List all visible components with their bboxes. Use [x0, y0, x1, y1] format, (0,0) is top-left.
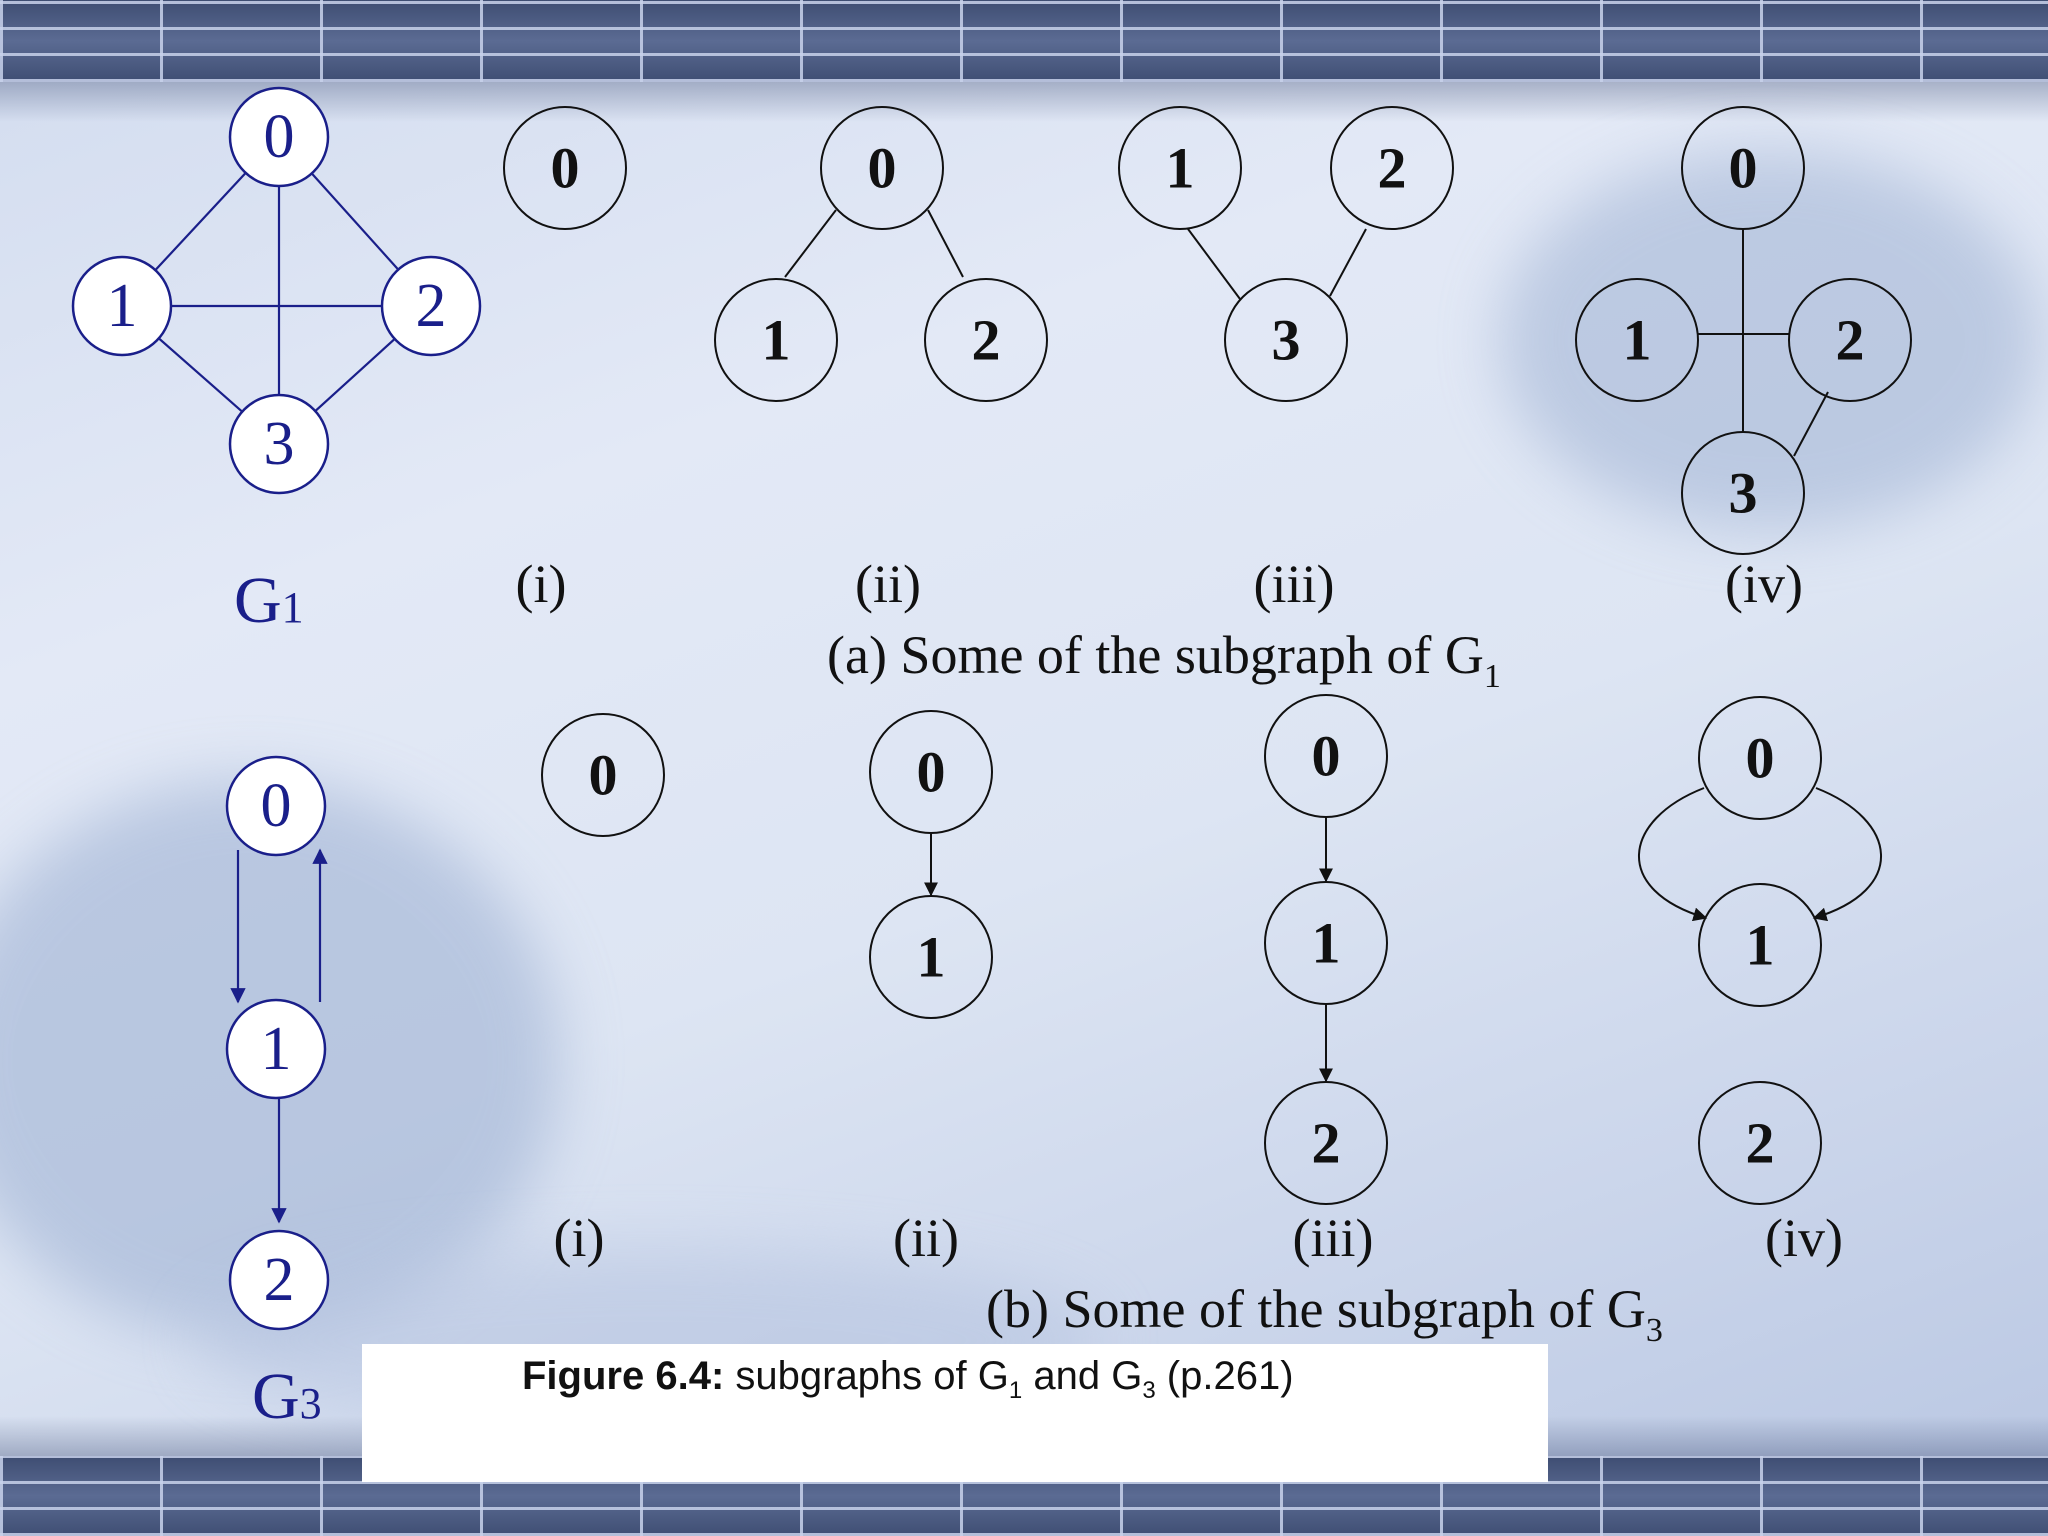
- node: [1698, 883, 1822, 1007]
- caption-b: (b) Some of the subgraph of G3: [986, 1279, 1663, 1349]
- brick-footer-band: [0, 1456, 2048, 1536]
- node: [1264, 1081, 1388, 1205]
- g3-node: [225, 755, 327, 857]
- node-label: 0: [589, 743, 618, 808]
- node: [541, 713, 665, 837]
- node-label: 1: [1312, 911, 1341, 976]
- node-label: 0: [1746, 726, 1775, 791]
- g1-node: [228, 393, 330, 495]
- node: [1788, 278, 1912, 402]
- node-label: 0: [551, 136, 580, 201]
- g1-node: [228, 86, 330, 188]
- edge: [1793, 391, 1829, 457]
- label-a-iii: (iii): [1254, 554, 1335, 614]
- node-label: 2: [972, 308, 1001, 373]
- node: [1698, 696, 1822, 820]
- caption-a: (a) Some of the subgraph of G1: [827, 625, 1501, 695]
- subgraph-b-iii: 0 1 2: [1264, 694, 1388, 1205]
- node: [1681, 106, 1805, 230]
- node-label: 0: [917, 740, 946, 805]
- node-label: 1: [1166, 136, 1195, 201]
- node: [1264, 881, 1388, 1005]
- subgraph-b-ii: 0 1: [869, 710, 993, 1019]
- node: [1698, 1081, 1822, 1205]
- label-b-iii: (iii): [1293, 1208, 1374, 1268]
- label-a-ii: (ii): [855, 554, 921, 614]
- node: [924, 278, 1048, 402]
- label-b-iv: (iv): [1765, 1208, 1843, 1268]
- node-label: 0: [1729, 136, 1758, 201]
- subgraph-b-i: 0: [541, 713, 665, 837]
- node: [1224, 278, 1348, 402]
- figure-number: Figure 6.4:: [522, 1354, 725, 1398]
- figure-caption: Figure 6.4: subgraphs of G1 and G3 (p.26…: [522, 1354, 1294, 1405]
- brick-header-band: [0, 0, 2048, 82]
- g3-node-label: 2: [264, 1246, 295, 1314]
- label-a-iv: (iv): [1725, 554, 1803, 614]
- node: [1118, 106, 1242, 230]
- graph-g3: 0 1 2 G3: [225, 755, 330, 1433]
- node: [1681, 431, 1805, 555]
- background-blob: [1500, 150, 2040, 530]
- label-a-i: (i): [516, 554, 567, 614]
- g3-node: [228, 1229, 330, 1331]
- node-label: 1: [1623, 308, 1652, 373]
- g1-node-label: 0: [264, 103, 295, 171]
- subgraph-a-iv: 0 1 2 3: [1575, 106, 1912, 555]
- g3-node: [225, 998, 327, 1100]
- node-label: 0: [868, 136, 897, 201]
- subgraph-b-iv: 0 1 2: [1638, 696, 1882, 1205]
- node-label: 1: [762, 308, 791, 373]
- subgraph-a-ii: 0 1 2: [714, 106, 1048, 402]
- caption-sub: 3: [1142, 1377, 1156, 1404]
- edge: [1187, 228, 1241, 300]
- g1-node: [71, 255, 173, 357]
- caption-text: subgraphs of G: [724, 1354, 1009, 1398]
- node-label: 1: [917, 925, 946, 990]
- header-shadow: [0, 82, 2048, 122]
- edge: [927, 209, 964, 278]
- label-b-i: (i): [554, 1208, 605, 1268]
- g3-node-label: 0: [261, 772, 292, 840]
- node: [1264, 694, 1388, 818]
- edge: [1329, 228, 1367, 297]
- g1-node: [380, 255, 482, 357]
- node: [1575, 278, 1699, 402]
- subgraph-a-iii: 1 2 3: [1118, 106, 1454, 402]
- label-b-ii: (ii): [893, 1208, 959, 1268]
- graph-g1: 0 1 2 3 G1: [71, 86, 482, 637]
- g3-name: G3: [252, 1360, 322, 1433]
- g1-node-label: 3: [264, 410, 295, 478]
- figure-caption-box: Figure 6.4: subgraphs of G1 and G3 (p.26…: [362, 1344, 1548, 1482]
- caption-text: (p.261): [1155, 1354, 1294, 1398]
- node-label: 1: [1746, 913, 1775, 978]
- node: [503, 106, 627, 230]
- node: [869, 710, 993, 834]
- node: [1330, 106, 1454, 230]
- node: [869, 895, 993, 1019]
- node: [820, 106, 944, 230]
- node-label: 3: [1729, 461, 1758, 526]
- node-label: 2: [1312, 1111, 1341, 1176]
- node-label: 0: [1312, 724, 1341, 789]
- subgraph-a-i: 0: [503, 106, 627, 230]
- node-label: 2: [1746, 1111, 1775, 1176]
- node: [714, 278, 838, 402]
- edge: [1812, 787, 1882, 922]
- caption-sub: 1: [1008, 1377, 1023, 1404]
- edge: [1638, 787, 1708, 922]
- edge: [784, 209, 837, 278]
- g1-node-label: 2: [416, 272, 447, 340]
- node-label: 2: [1378, 136, 1407, 201]
- g1-name: G1: [234, 564, 304, 637]
- g1-node-label: 1: [107, 272, 138, 340]
- node-label: 2: [1836, 308, 1865, 373]
- g3-node-label: 1: [261, 1015, 292, 1083]
- caption-text: and G: [1022, 1354, 1143, 1398]
- node-label: 3: [1272, 308, 1301, 373]
